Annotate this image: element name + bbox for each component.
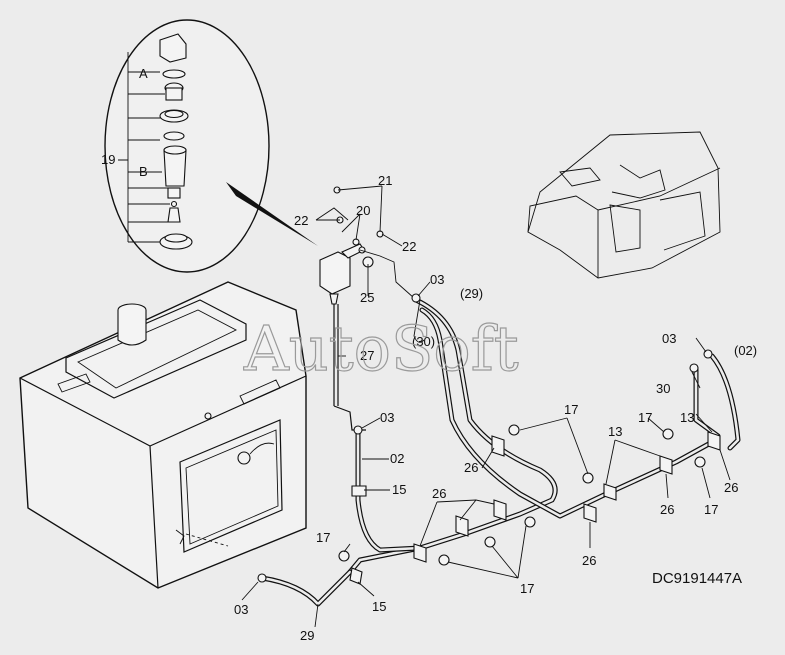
bracket-ref-right-callout: 13 [680, 410, 694, 425]
filter-cap-callout: A [139, 66, 148, 81]
clamp-tank-callout: 03 [380, 410, 394, 425]
hose-bottom-callout: 29 [300, 628, 314, 643]
washer-right-callout: 22 [402, 239, 416, 254]
watermark-text: AutoSoft [243, 312, 519, 385]
bolt-far-right-callout: 17 [704, 502, 718, 517]
bolt-top-callout: 21 [378, 173, 392, 188]
clamp-top-callout: 03 [430, 272, 444, 287]
clamp-right-callout: 03 [662, 331, 676, 346]
bracket-group-callout: 26 [432, 486, 446, 501]
plug-callout: 25 [360, 290, 374, 305]
drawing-code: DC9191447A [652, 570, 742, 587]
hose-top-ref-callout: (29) [460, 286, 483, 301]
bolt-upper-mid-callout: 17 [564, 402, 578, 417]
fuel-filter-assembly [319, 186, 415, 431]
clamp-bottom-callout: 03 [234, 602, 248, 617]
bracket-right-callout: 26 [724, 480, 738, 495]
filter-detail-view [104, 19, 318, 273]
hose-mid-ref-callout: (30) [412, 334, 435, 349]
pipe-callout: 27 [360, 348, 374, 363]
filter-assembly-callout: 19 [101, 152, 115, 167]
machine-overview-sketch [527, 131, 721, 279]
bolt-lower-group-callout: 17 [520, 581, 534, 596]
hose-tank-callout: 02 [390, 451, 404, 466]
bracket-ref-left-callout: 13 [608, 424, 622, 439]
filter-bowl-callout: B [139, 164, 148, 179]
washer-left-callout: 22 [294, 213, 308, 228]
bracket-left-callout: 26 [464, 460, 478, 475]
hose-right-ref-callout: (02) [734, 343, 757, 358]
washer-mid-callout: 20 [356, 203, 370, 218]
fuel-hoses [259, 297, 741, 607]
bracket-mid-callout: 26 [582, 553, 596, 568]
leader-lines [241, 185, 731, 628]
band-lower-callout: 15 [372, 599, 386, 614]
bolt-right-callout: 17 [638, 410, 652, 425]
fuel-tank [19, 281, 307, 589]
bracket-right-lower-callout: 26 [660, 502, 674, 517]
hose-right-callout: 30 [656, 381, 670, 396]
bolt-left-callout: 17 [316, 530, 330, 545]
band-upper-callout: 15 [392, 482, 406, 497]
